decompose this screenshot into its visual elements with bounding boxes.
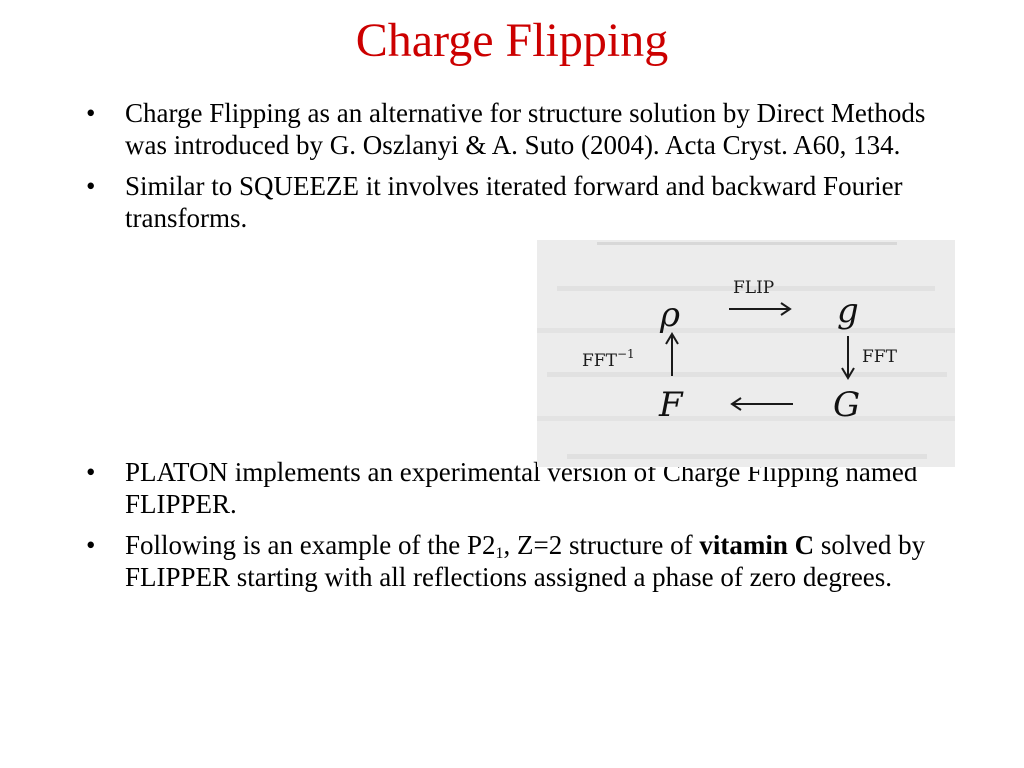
bottom-arrow-head xyxy=(730,397,742,411)
flip-arrow-head xyxy=(780,302,792,316)
bullet-item: Similar to SQUEEZE it involves iterated … xyxy=(76,170,956,234)
g-capital-symbol: G xyxy=(833,385,860,425)
bullet-text: PLATON implements an experimental versio… xyxy=(125,457,918,519)
f-symbol: F xyxy=(658,385,684,425)
bullet-text-middle: , Z=2 structure of xyxy=(503,530,700,560)
charge-flipping-diagram: FLIP FFT FFT−1 ρ g F G xyxy=(537,240,955,467)
bold-term: vitamin C xyxy=(699,530,815,560)
rho-symbol: ρ xyxy=(659,295,680,335)
bullet-item: PLATON implements an experimental versio… xyxy=(76,456,956,520)
flip-label: FLIP xyxy=(733,278,774,298)
fft-arrow-head xyxy=(841,367,855,380)
bullet-item: Charge Flipping as an alternative for st… xyxy=(76,97,956,161)
slide-title: Charge Flipping xyxy=(355,14,669,67)
g-symbol: g xyxy=(837,291,859,331)
diagram-svg: FLIP FFT FFT−1 ρ g F G xyxy=(537,240,955,467)
fft-inverse-arrow-head xyxy=(665,332,679,345)
bullet-list: Charge Flipping as an alternative for st… xyxy=(76,97,956,593)
bullet-text-start: Following is an example of the P2 xyxy=(125,530,496,560)
subscript: 1 xyxy=(495,545,504,562)
fft-label: FFT xyxy=(862,347,898,367)
bullet-item: Following is an example of the P21, Z=2 … xyxy=(76,529,956,593)
fft-inverse-label: FFT−1 xyxy=(582,347,635,371)
fft-inverse-superscript: −1 xyxy=(617,347,635,361)
bullet-text: Similar to SQUEEZE it involves iterated … xyxy=(125,171,903,233)
bullet-text-end: solved by FLIPPER starting with all refl… xyxy=(125,530,926,592)
fft-inverse-label-text: FFT xyxy=(582,351,618,371)
bullet-text: Charge Flipping as an alternative for st… xyxy=(125,98,926,160)
scan-background-texture xyxy=(537,240,955,467)
